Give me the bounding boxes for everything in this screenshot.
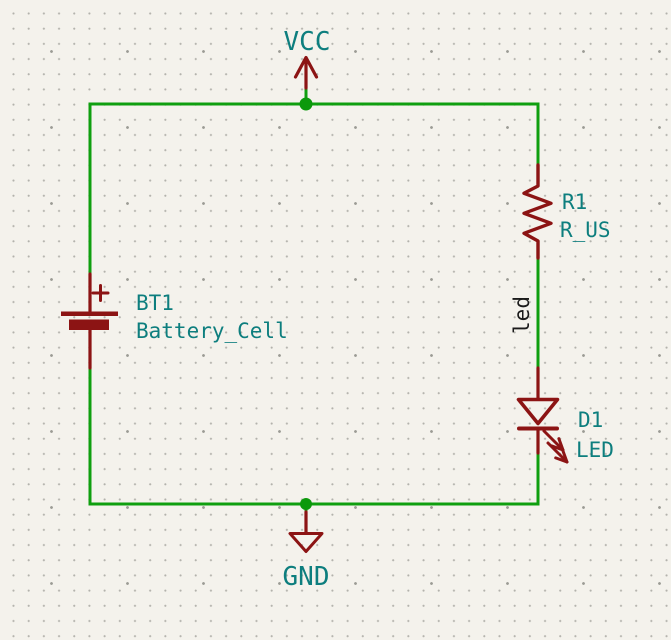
gnd-triangle (288, 532, 324, 553)
resistor-symbol[interactable]: R1 R_US (522, 163, 611, 260)
battery-plus-icon (91, 284, 110, 302)
resistor-ref[interactable]: R1 (562, 190, 587, 214)
led-ref[interactable]: D1 (578, 408, 603, 432)
gnd-label[interactable]: GND (283, 562, 330, 592)
led-value[interactable]: LED (576, 438, 614, 462)
led-emission-arrow-2 (546, 441, 569, 464)
junction-dot-top[interactable] (299, 97, 313, 111)
battery-ref[interactable]: BT1 (136, 291, 174, 315)
resistor-zigzag (522, 163, 553, 260)
gnd-power-symbol[interactable]: GND (283, 510, 330, 592)
led-triangle (516, 397, 560, 426)
battery-symbol[interactable]: BT1 Battery_Cell (61, 272, 288, 370)
battery-plate-positive (61, 311, 118, 316)
net-label-led[interactable]: led (510, 296, 534, 334)
led-symbol[interactable]: D1 LED (516, 366, 614, 464)
vcc-label[interactable]: VCC (284, 27, 331, 57)
vcc-power-symbol[interactable]: VCC (284, 27, 331, 90)
wires (88, 88, 540, 513)
resistor-value[interactable]: R_US (560, 218, 611, 242)
junction-dot-bottom[interactable] (300, 498, 312, 510)
battery-plate-negative (69, 319, 109, 330)
battery-value[interactable]: Battery_Cell (136, 319, 288, 343)
vcc-arrow-head (293, 55, 319, 79)
